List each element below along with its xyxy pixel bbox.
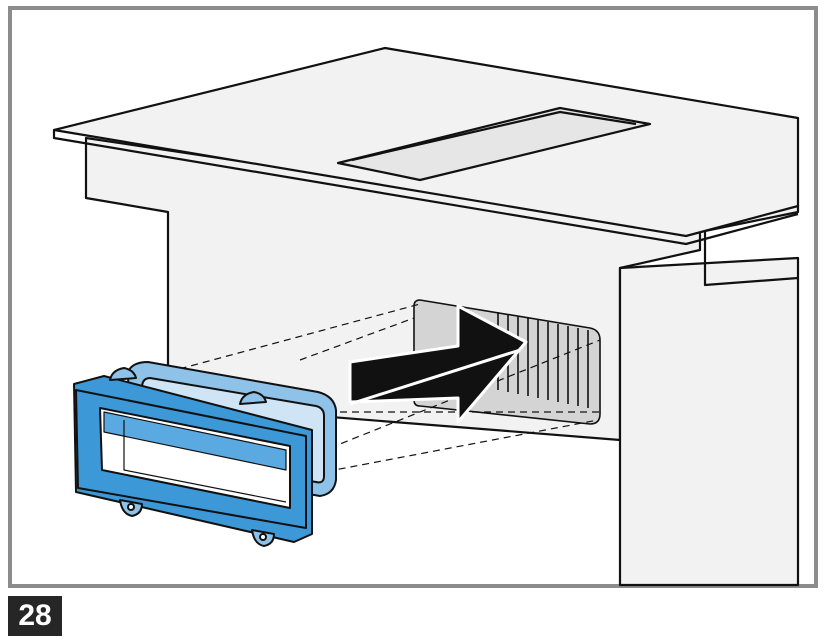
adapter-mounting-tabs (109, 367, 275, 547)
duct-adapter-icon (73, 361, 337, 547)
step-number-badge: 28 (8, 596, 62, 636)
top-vent-slot (336, 106, 652, 182)
adapter-inner-edge (123, 420, 287, 503)
cooktop-appliance (52, 46, 800, 587)
adapter-inner-depth (103, 411, 287, 471)
housing-right-block (618, 256, 800, 587)
arrow-right-icon (348, 304, 528, 424)
top-vent-inner-edge (351, 110, 637, 162)
top-plate-edge (52, 130, 799, 246)
housing-step-edge (703, 232, 799, 287)
